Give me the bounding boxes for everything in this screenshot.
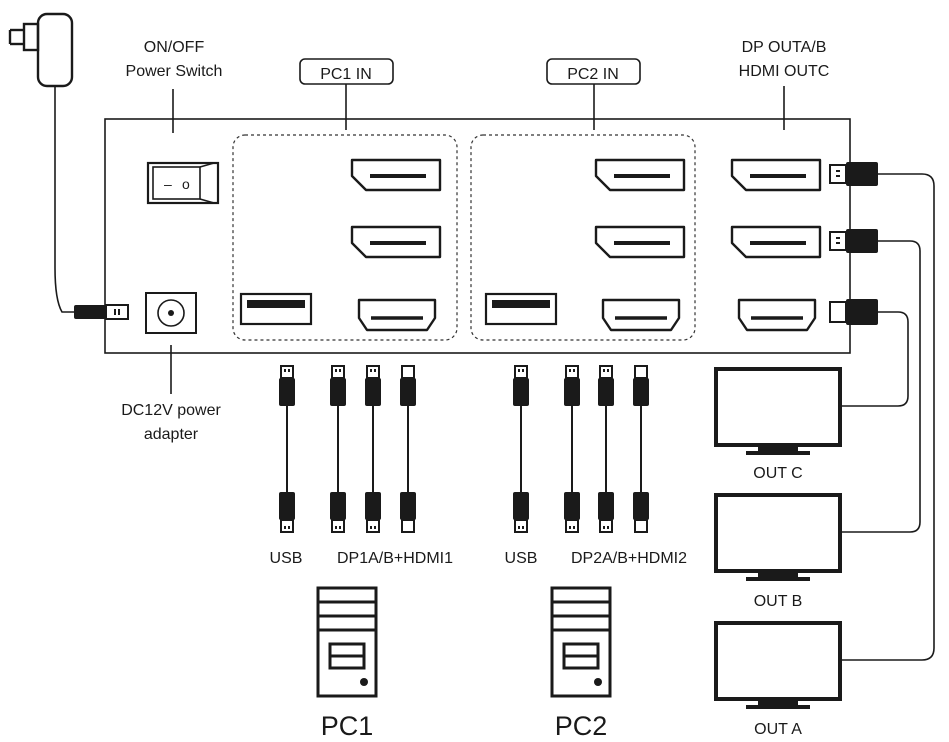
pc2-usb-cable-bottom-plug xyxy=(512,491,530,533)
pc2-in-port-group xyxy=(470,134,696,341)
pc2-dp-a-cable-top-plug xyxy=(563,365,581,407)
pc2-usb-cable-top-plug xyxy=(512,365,530,407)
outputs-label-line1: DP OUTA/B xyxy=(742,39,827,56)
pc1-hdmi-cable-top-plug xyxy=(399,365,417,407)
pc1-dp-b-cable-bottom-plug xyxy=(364,491,382,533)
pc2-hdmi-port xyxy=(601,298,681,332)
pc1-usb-cable-label: USB xyxy=(270,550,303,567)
out-b-cable-plug-icon xyxy=(829,229,878,253)
out-a-label: OUT A xyxy=(754,721,802,738)
out-a-cable xyxy=(838,173,935,661)
pc1-cable-bundle xyxy=(278,365,417,533)
out-c-monitor-icon xyxy=(714,367,842,457)
out-b-monitor-icon xyxy=(714,493,842,583)
pc2-dp-a-port xyxy=(594,158,686,192)
outputs-label-line2: HDMI OUTC xyxy=(739,63,830,80)
pc2-dp-a-cable-bottom-plug xyxy=(563,491,581,533)
pc1-dp-a-cable-top-plug xyxy=(329,365,347,407)
pc1-usb-port xyxy=(239,292,313,326)
out-a-dp-port xyxy=(730,158,822,192)
pc2-hdmi-cable-top-plug xyxy=(632,365,650,407)
pc2-tower-icon xyxy=(550,586,612,698)
pc2-hdmi-cable-bottom-plug xyxy=(632,491,650,533)
pc2-dp-b-cable-top-plug xyxy=(597,365,615,407)
power-switch-label-line2: Power Switch xyxy=(126,63,223,80)
dc-adapter-label-line1: DC12V power xyxy=(121,402,221,419)
pc1-video-cable-label: DP1A/B+HDMI1 xyxy=(337,550,453,567)
switch-on-symbol: o xyxy=(182,176,190,192)
pc1-dp-a-port xyxy=(350,158,442,192)
power-switch-icon: – o xyxy=(146,161,220,205)
pc1-in-label: PC1 IN xyxy=(320,66,372,83)
pc1-dp-b-cable-top-plug xyxy=(364,365,382,407)
dc-jack-icon xyxy=(145,292,197,334)
out-c-hdmi-port xyxy=(737,298,817,332)
out-b-label: OUT B xyxy=(754,593,803,610)
out-c-cable-plug-icon xyxy=(829,299,878,325)
pc2-in-label: PC2 IN xyxy=(567,66,619,83)
pc1-in-label-box xyxy=(299,58,394,85)
power-adapter-plug-icon xyxy=(8,12,78,313)
pc2-label: PC2 xyxy=(555,711,608,741)
pc1-usb-cable-top-plug xyxy=(278,365,296,407)
out-c-cable xyxy=(838,311,909,407)
pc1-in-port-group xyxy=(232,134,458,341)
pc2-cable-bundle xyxy=(512,365,650,533)
power-switch-label-line1: ON/OFF xyxy=(144,39,205,56)
pc2-usb-port xyxy=(484,292,558,326)
pc2-dp-b-cable-bottom-plug xyxy=(597,491,615,533)
switch-off-symbol: – xyxy=(164,176,172,192)
pc2-in-label-box xyxy=(546,58,641,85)
out-a-cable-plug-icon xyxy=(829,162,878,186)
out-a-monitor-icon xyxy=(714,621,842,711)
dc-adapter-label-line2: adapter xyxy=(144,426,199,443)
out-c-label: OUT C xyxy=(753,465,802,482)
pc1-hdmi-port xyxy=(357,298,437,332)
pc1-usb-cable-bottom-plug xyxy=(278,491,296,533)
pc1-dp-b-port xyxy=(350,225,442,259)
pc1-dp-a-cable-bottom-plug xyxy=(329,491,347,533)
pc1-hdmi-cable-bottom-plug xyxy=(399,491,417,533)
pc2-video-cable-label: DP2A/B+HDMI2 xyxy=(571,550,687,567)
out-b-cable xyxy=(838,240,921,533)
pc2-usb-cable-label: USB xyxy=(505,550,538,567)
pc1-tower-icon xyxy=(316,586,378,698)
pc1-label: PC1 xyxy=(321,711,374,741)
dc-cable-plug-icon xyxy=(74,304,129,320)
pc2-dp-b-port xyxy=(594,225,686,259)
out-b-dp-port xyxy=(730,225,822,259)
